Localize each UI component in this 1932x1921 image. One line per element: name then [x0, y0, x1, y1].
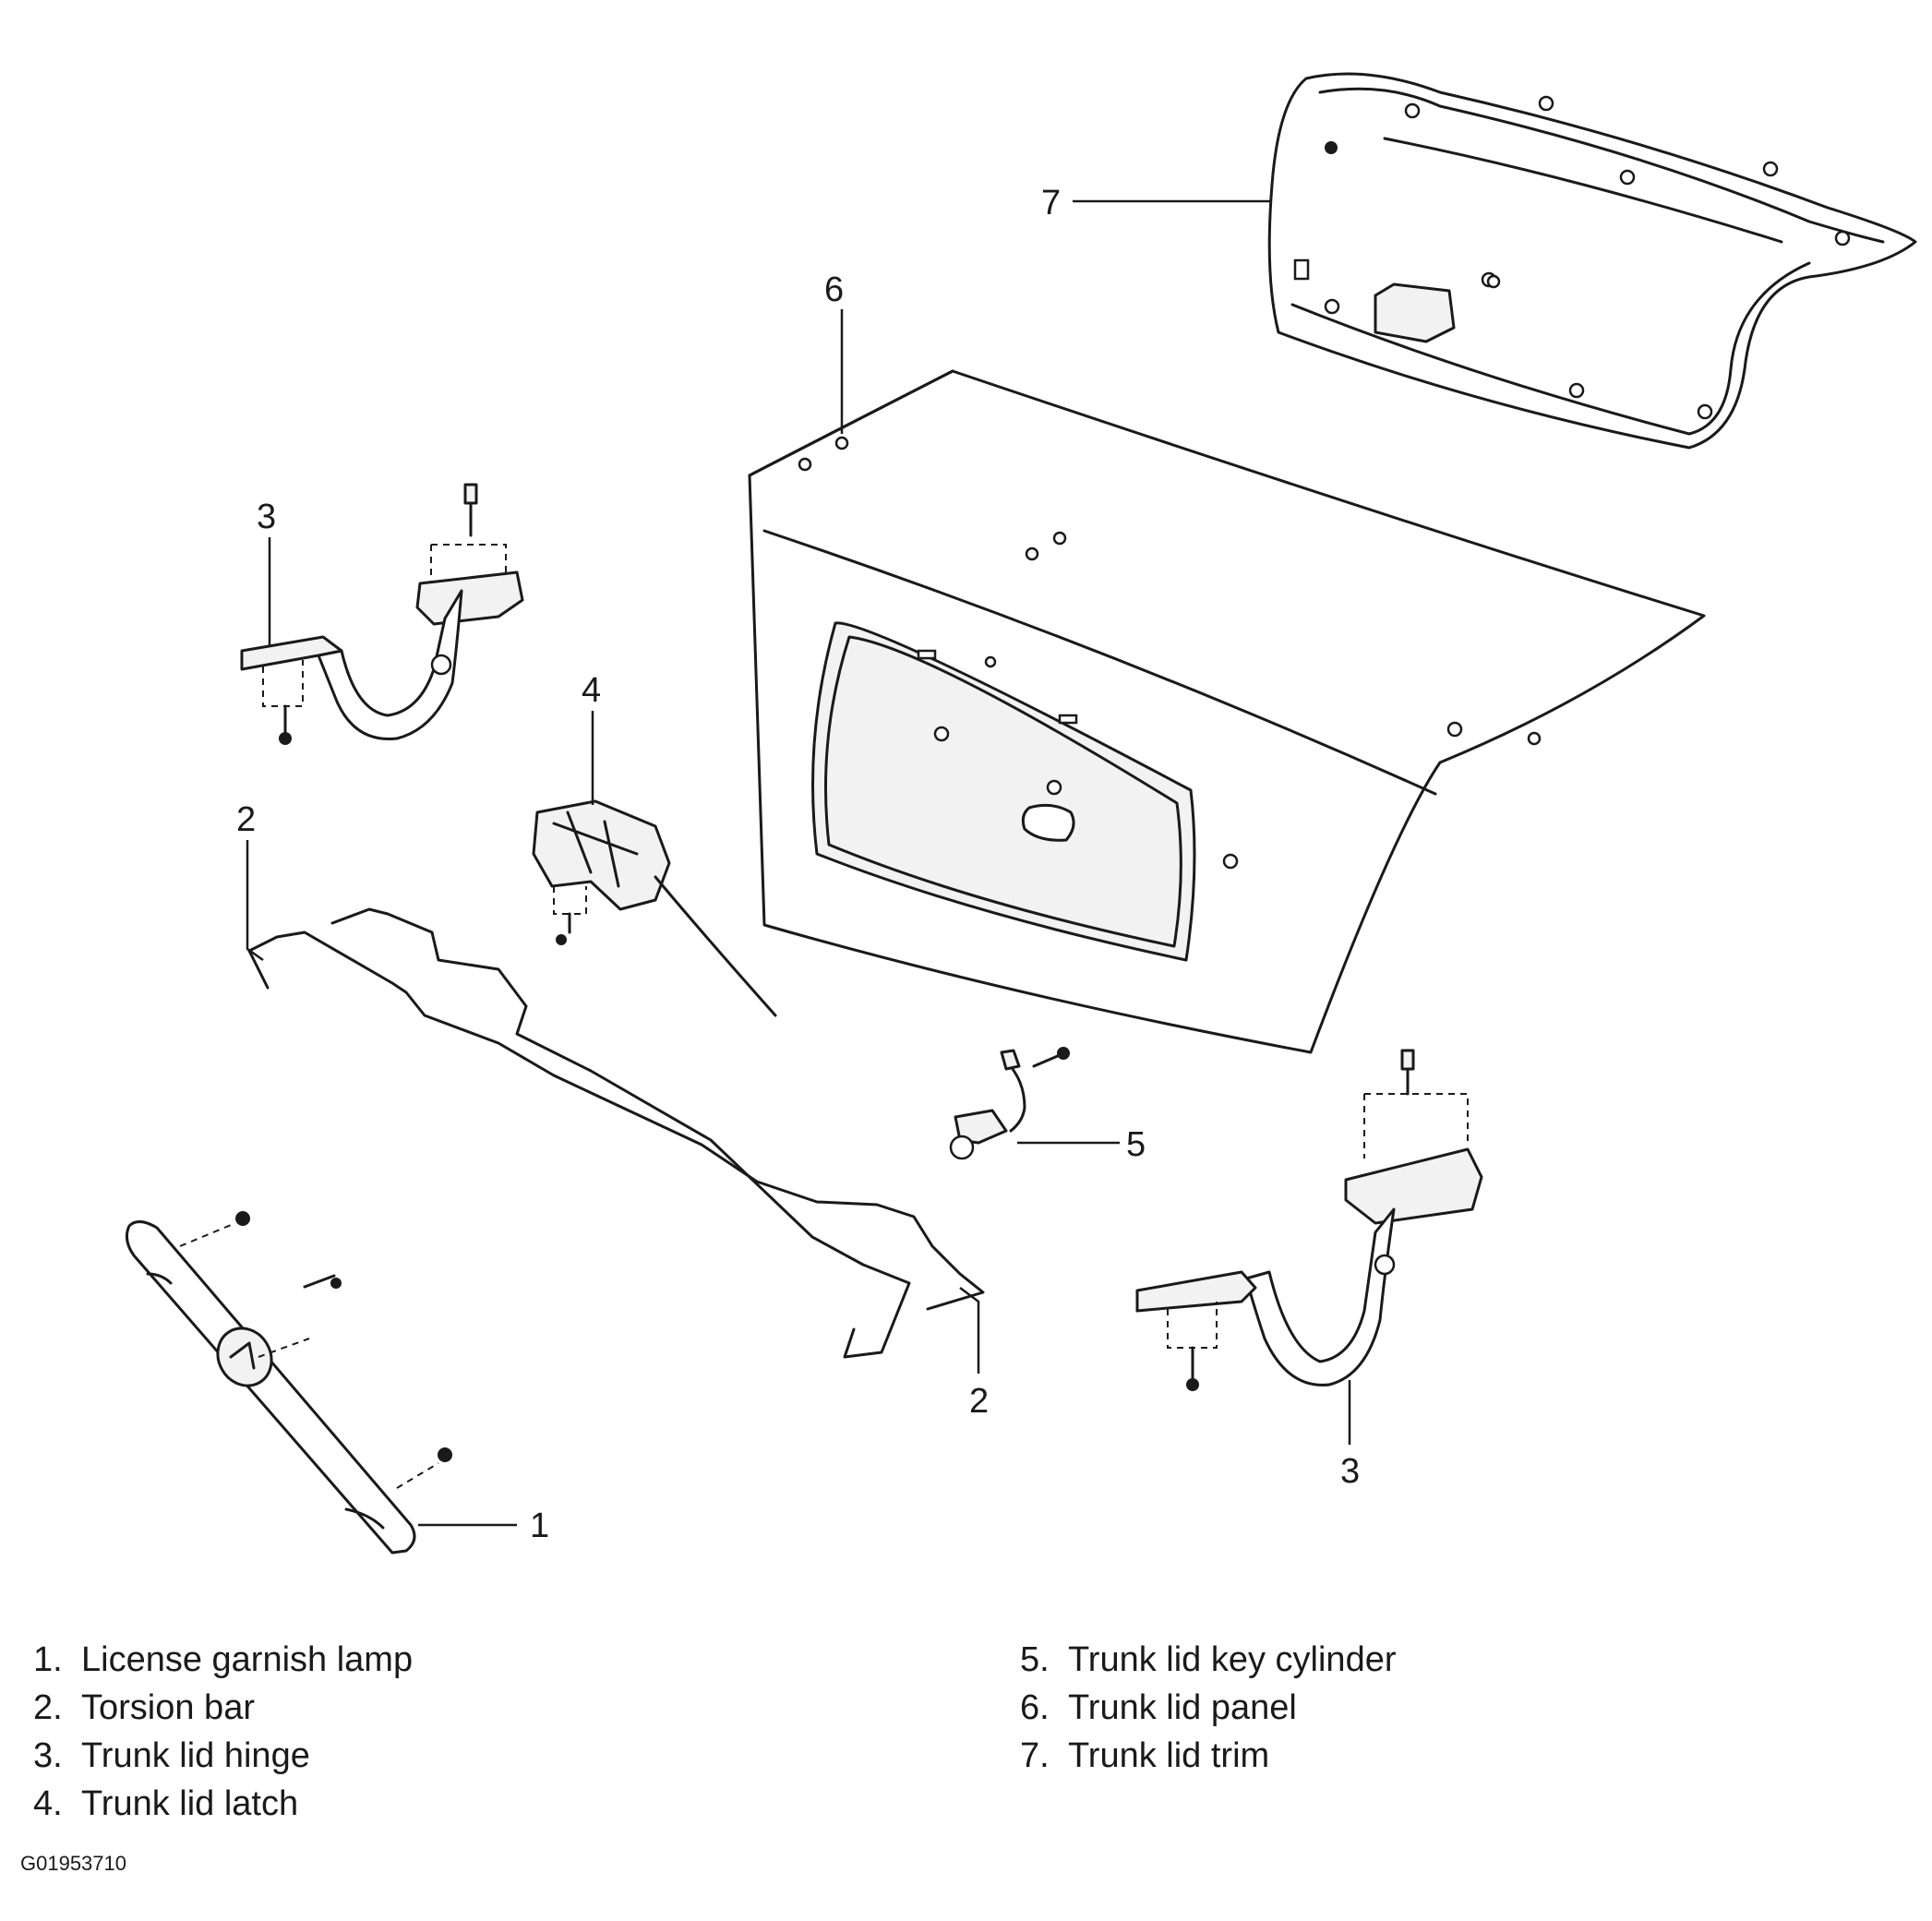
legend-label: Trunk lid trim	[1068, 1736, 1270, 1775]
legend-label: Trunk lid panel	[1068, 1688, 1297, 1727]
legend-num: 5.	[1020, 1640, 1050, 1679]
legend-item-1: 1. License garnish lamp	[33, 1636, 413, 1684]
torsion-bar-upper	[247, 930, 985, 1311]
legend-label: Trunk lid hinge	[81, 1736, 310, 1775]
legend-label: Trunk lid key cylinder	[1068, 1640, 1397, 1679]
legend-item-2: 2. Torsion bar	[33, 1684, 413, 1732]
legend-item-7: 7. Trunk lid trim	[1020, 1732, 1397, 1780]
legend-num: 6.	[1020, 1688, 1050, 1727]
figure-id: G01953710	[20, 1852, 126, 1875]
legend-num: 7.	[1020, 1736, 1050, 1775]
legend-right-column: 5. Trunk lid key cylinder 6. Trunk lid pan…	[1020, 1636, 1397, 1780]
legend-num: 4.	[33, 1784, 63, 1823]
legend-label: License garnish lamp	[81, 1640, 414, 1679]
callout-5: 5	[1126, 1125, 1146, 1164]
trunk-lid-trim	[1267, 72, 1917, 450]
legend-item-4: 4. Trunk lid latch	[33, 1780, 413, 1828]
callout-4: 4	[582, 671, 601, 710]
trunk-lid-hinge-left	[240, 483, 524, 745]
legend-item-3: 3. Trunk lid hinge	[33, 1732, 413, 1780]
torsion-bar-lower	[330, 907, 911, 1359]
legend-left-column: 1. License garnish lamp 2. Torsion bar 3. T…	[33, 1636, 413, 1828]
legend-num: 3.	[33, 1736, 63, 1775]
trunk-lid-latch	[532, 799, 777, 1017]
callout-2-upper: 2	[236, 800, 256, 839]
legend-num: 2.	[33, 1688, 63, 1727]
legend-num: 1.	[33, 1640, 63, 1679]
trunk-lid-hinge-right	[1135, 1049, 1483, 1391]
trunk-lid-key-cylinder	[949, 1047, 1070, 1160]
license-garnish-lamp	[125, 1211, 452, 1555]
callout-2-lower: 2	[969, 1382, 989, 1421]
callout-1: 1	[530, 1507, 549, 1545]
legend-label: Torsion bar	[81, 1688, 255, 1727]
legend-item-6: 6. Trunk lid panel	[1020, 1684, 1397, 1732]
callout-7: 7	[1041, 184, 1061, 222]
trunk-lid-panel	[748, 369, 1706, 1054]
legend-label: Trunk lid latch	[81, 1784, 299, 1823]
callout-3-right: 3	[1340, 1452, 1360, 1491]
callout-6: 6	[824, 270, 844, 309]
callout-3-left: 3	[257, 498, 276, 536]
legend-item-5: 5. Trunk lid key cylinder	[1020, 1636, 1397, 1684]
